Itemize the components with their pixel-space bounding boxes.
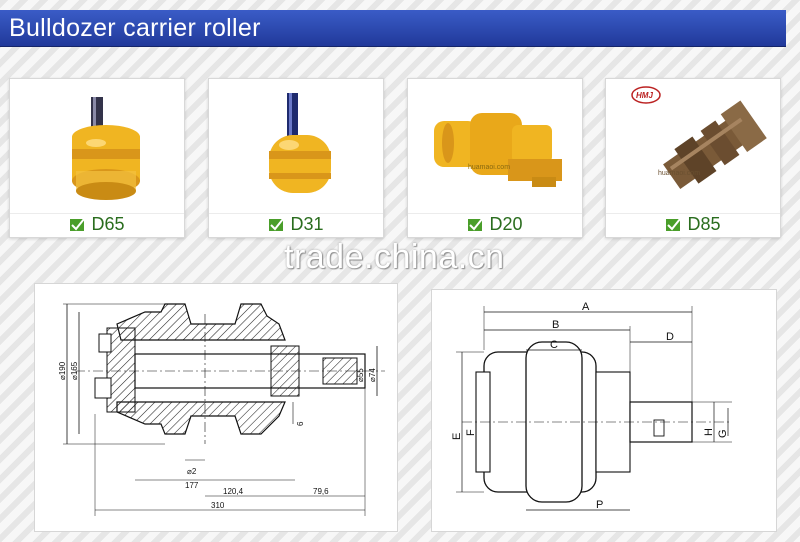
check-icon <box>269 217 285 231</box>
product-label[interactable]: D31 <box>290 214 324 234</box>
product-label[interactable]: D85 <box>687 214 721 234</box>
d20-watermark-mark: huamaoi.com <box>468 164 510 171</box>
hmj-logo-icon <box>631 86 661 104</box>
dim-6: 6 <box>296 421 305 426</box>
product-label[interactable]: D65 <box>91 214 125 234</box>
product-caption: D20 <box>408 213 582 238</box>
watermark: trade.china.cn <box>284 238 505 276</box>
d85-roller-image: HMJ huamaoi.com <box>631 86 767 189</box>
dim-H: H <box>703 428 715 436</box>
dim-F: F <box>465 429 477 436</box>
product-caption: D65 <box>10 213 184 238</box>
dim-D: D <box>666 331 674 343</box>
dim-A: A <box>582 301 590 313</box>
dim-G: G <box>717 429 729 438</box>
dim-P: P <box>596 499 603 511</box>
product-card-d65[interactable]: D65 <box>9 78 185 238</box>
d31-roller-image <box>269 93 331 193</box>
d85-watermark-mark: huamaoi.com <box>658 170 700 177</box>
hmj-logo-text: HMJ <box>636 91 653 100</box>
product-card-d20[interactable]: huamaoi.com D20 <box>407 78 583 238</box>
dim-d165: ⌀165 <box>70 361 79 380</box>
dim-79: 79,6 <box>313 487 329 496</box>
dim-d55: ⌀55 <box>356 368 365 382</box>
check-icon <box>468 217 484 231</box>
dim-E: E <box>451 433 463 440</box>
d20-roller-image: huamaoi.com <box>434 113 562 187</box>
cross-section-drawing: ⌀190 ⌀165 ⌀55 ⌀74 6 ⌀2 177 120,4 79,6 31… <box>34 283 398 532</box>
page-title: Bulldozer carrier roller <box>9 14 261 42</box>
dimension-drawing: A B C D E F G H P <box>431 289 777 532</box>
product-card-d85[interactable]: HMJ huamaoi.com D85 <box>605 78 781 238</box>
dim-120: 120,4 <box>223 487 244 496</box>
dim-B: B <box>552 319 559 331</box>
product-card-d31[interactable]: D31 <box>208 78 384 238</box>
d65-roller-image <box>72 97 140 200</box>
dim-C: C <box>550 339 558 351</box>
check-icon <box>666 217 682 231</box>
check-icon <box>70 217 86 231</box>
product-caption: D31 <box>209 213 383 238</box>
product-caption: D85 <box>606 213 780 238</box>
dim-310: 310 <box>211 501 225 510</box>
title-bar: Bulldozer carrier roller <box>0 10 786 47</box>
dim-d190: ⌀190 <box>58 361 67 380</box>
dim-d74: ⌀74 <box>368 368 377 382</box>
dim-d2: ⌀2 <box>187 467 197 476</box>
product-label[interactable]: D20 <box>489 214 523 234</box>
dim-177: 177 <box>185 481 199 490</box>
